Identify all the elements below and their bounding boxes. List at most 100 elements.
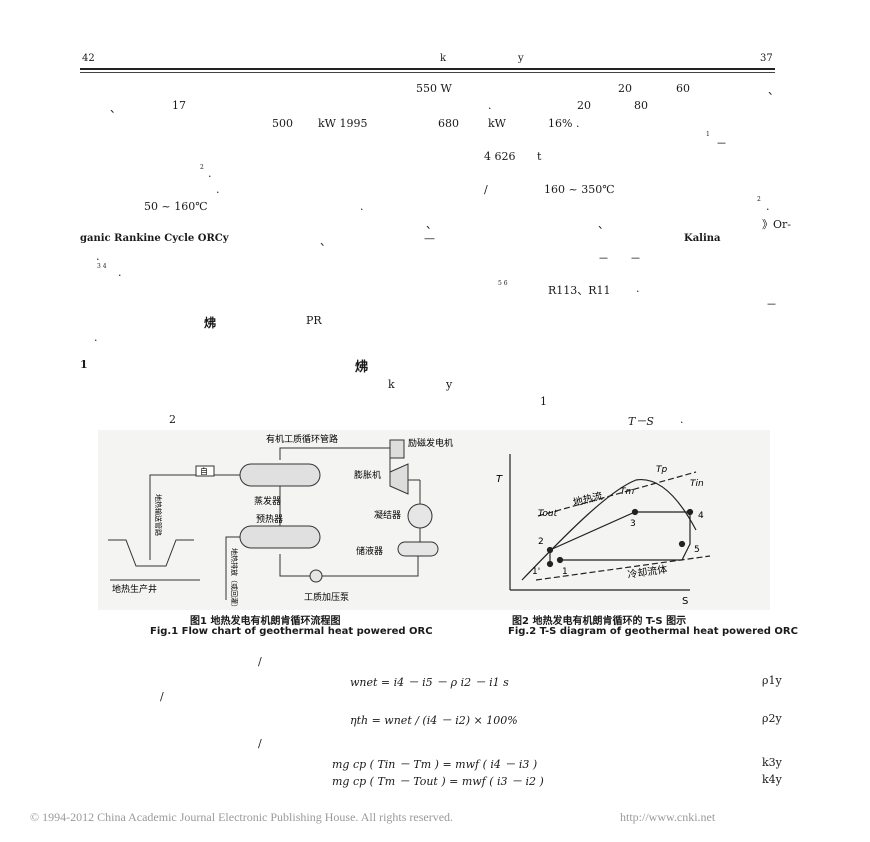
text-fragment: . [208,167,212,180]
text-fragment: 60 [676,82,690,95]
header-rule [80,68,775,70]
text-fragment: . [488,99,492,112]
equation-prefix: / [258,737,262,750]
tag-box [195,465,215,477]
label-evaporator: 蒸发器 [254,495,281,507]
label-well: 地热生产井 [112,583,157,595]
text-fragment: 、 [320,235,331,248]
header-rule-thin [80,72,775,73]
ts-tp: Tp [656,465,667,475]
equation-4-number: k4y [762,773,782,786]
text-fragment: . [118,266,122,279]
point-1 [556,556,564,564]
text-fragment: kW [488,117,506,130]
condenser-shape [407,503,433,529]
generator-shape [389,439,405,459]
text-fragment: 17 [172,99,186,112]
equation-prefix: / [160,690,164,703]
figure1-flowchart [108,439,439,600]
tank-shape [397,541,439,557]
equation-1: wnet = i4 － i5 － ρ i2 － i1 s [350,676,509,689]
text-fragment: . [766,200,770,213]
text-fragment: . [360,200,364,213]
text-fragment: 20 [618,82,632,95]
ts-label-1: 1 [562,567,568,577]
running-title-k: k [440,53,447,64]
pipe-segment [279,554,310,577]
text-fragment: . [636,282,640,295]
preheater-shape [239,525,321,549]
text-fragment: － [630,252,641,265]
text-fragment: 、 [598,218,609,231]
text-fragment: . [94,331,98,344]
citation-mark: 2 [757,196,761,203]
text-fragment: 550 W [416,82,452,95]
label-expander: 膨胀机 [354,469,381,481]
text-fragment: t [537,150,542,163]
citation-mark: 5 6 [498,280,508,287]
text-fragment: 50 ~ 160℃ [144,200,208,213]
ts-tout: Tout [538,509,558,519]
figure1-caption-cn: 图1 地热发电有机朗肯循环流程图 [190,616,341,627]
text-fragment: — [424,232,435,245]
ts-label-1prime: 1' [532,567,540,577]
equation-2: ηth = wnet / (i4 － i2) × 100% [350,714,518,727]
cnki-url[interactable]: http://www.cnki.net [620,810,716,824]
text-fragment: 、 [426,218,437,231]
label-cycle-pipe: 有机工质循环管路 [266,433,338,445]
page-number: 42 [82,53,95,64]
text-fragment: 680 [438,117,459,130]
well-shape [108,539,194,567]
text-fragment: 》Or- [762,218,791,231]
text-fragment: . [96,250,100,263]
point-1prime [546,560,554,568]
equation-3-number: k3y [762,756,782,769]
text-fragment: 500 [272,117,293,130]
equation-1-number: ρ1y [762,674,782,687]
citation-mark: 3 4 [97,263,107,270]
label-supply-pipe: 地热输送管路 [154,494,163,536]
geo-flow-line [537,471,697,517]
point-4 [686,508,694,516]
equation-2-number: ρ2y [762,712,782,725]
citation-mark: 1 [706,131,710,138]
ts-label-3: 3 [630,519,636,529]
ts-label-5: 5 [694,545,700,555]
text-fragment: y [446,378,453,391]
citation-mark: 2 [200,164,204,171]
saturation-dome [521,479,697,581]
ts-axis-t: T [496,474,503,485]
figure1-caption-en: Fig.1 Flow chart of geothermal heat powe… [150,626,433,637]
section-title: 炥 [355,360,369,375]
text-fragment: 80 [634,99,648,112]
label-tag: 自 [200,466,208,476]
text-fragment: － [716,137,727,150]
text-fragment: PR [306,314,322,327]
point-3 [631,508,639,516]
ts-label-2: 2 [538,537,544,547]
text-fragment: － [598,252,609,265]
point-2 [546,546,554,554]
label-drain: 地热排放（或回灌） [230,548,239,611]
ts-tin: Tin [690,479,704,489]
text-fragment: . [680,413,684,426]
label-preheater: 预热器 [256,513,283,525]
text-fragment: ganic Rankine Cycle ORCy [80,233,229,244]
label-pump: 工质加压泵 [304,591,349,603]
figure-background [98,430,770,610]
figure-area: 有机工质循环管路 励磁发电机 膨胀机 凝结器 蒸发器 预热器 储液器 工质加压泵… [90,430,798,642]
figure2-caption-cn: 图2 地热发电有机朗肯循环的 T-S 图示 [512,616,687,627]
text-fragment: 16% . [548,117,580,130]
text-fragment: 2 [169,413,176,426]
text-fragment: 炥 [204,316,217,330]
pipe-segment [320,556,419,577]
text-fragment: 160 ~ 350℃ [544,183,615,196]
expander-shape [389,463,409,495]
label-tank: 储液器 [356,545,383,557]
orc-figures: 有机工质循环管路 励磁发电机 膨胀机 凝结器 蒸发器 预热器 储液器 工质加压泵… [98,430,770,611]
text-fragment: Kalina [684,233,721,244]
point-5 [678,540,686,548]
text-fragment: 1 [540,395,547,408]
text-fragment: . [216,183,220,196]
text-fragment: － [766,298,777,311]
